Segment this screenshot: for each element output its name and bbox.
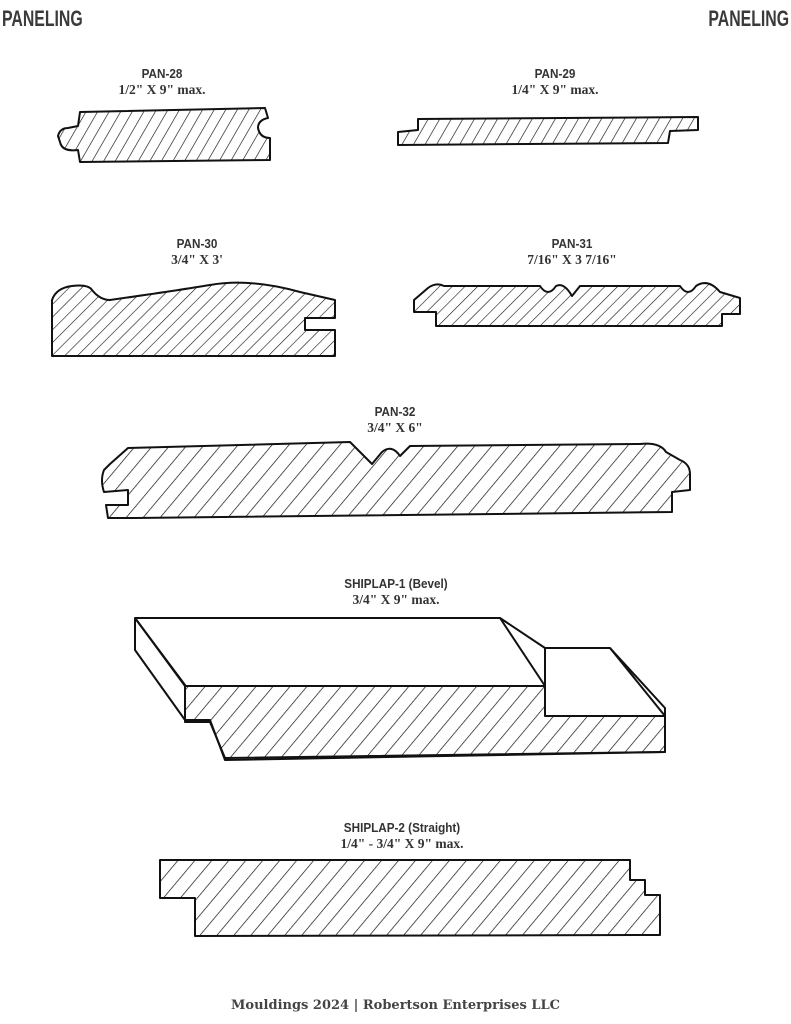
profile-label-pan-32: PAN-32 3/4" X 6" bbox=[245, 404, 545, 436]
profile-size: 7/16" X 3 7/16" bbox=[527, 252, 617, 267]
profile-label-pan-28: PAN-28 1/2" X 9" max. bbox=[12, 66, 312, 98]
profile-code: PAN-29 bbox=[534, 66, 576, 81]
page-header-right: PANELING bbox=[708, 6, 789, 31]
profile-label-pan-30: PAN-30 3/4" X 3' bbox=[47, 236, 347, 268]
profile-pan-30 bbox=[51, 281, 336, 357]
profile-pan-28 bbox=[57, 107, 271, 163]
profile-code: PAN-30 bbox=[176, 236, 218, 251]
profile-label-pan-29: PAN-29 1/4" X 9" max. bbox=[405, 66, 705, 98]
profile-code: PAN-28 bbox=[141, 66, 183, 81]
profile-shiplap-1 bbox=[134, 617, 666, 761]
profile-size: 1/4" - 3/4" X 9" max. bbox=[340, 836, 464, 851]
page-footer: Mouldings 2024 | Robertson Enterprises L… bbox=[231, 998, 560, 1013]
profile-label-shiplap-1: SHIPLAP-1 (Bevel) 3/4" X 9" max. bbox=[246, 576, 546, 608]
profile-code: PAN-32 bbox=[374, 404, 416, 419]
profile-label-pan-31: PAN-31 7/16" X 3 7/16" bbox=[422, 236, 722, 268]
profile-size: 3/4" X 6" bbox=[367, 420, 423, 435]
profile-pan-32 bbox=[101, 441, 691, 519]
profile-size: 1/4" X 9" max. bbox=[511, 82, 599, 97]
profile-code: PAN-31 bbox=[551, 236, 593, 251]
profile-shiplap-2 bbox=[159, 859, 661, 937]
page-header-left: PANELING bbox=[2, 6, 83, 31]
profile-size: 1/2" X 9" max. bbox=[118, 82, 206, 97]
profile-size: 3/4" X 9" max. bbox=[352, 592, 440, 607]
profile-label-shiplap-2: SHIPLAP-2 (Straight) 1/4" - 3/4" X 9" ma… bbox=[252, 820, 552, 852]
profile-size: 3/4" X 3' bbox=[171, 252, 223, 267]
profile-pan-29 bbox=[397, 116, 699, 146]
profile-code: SHIPLAP-2 (Straight) bbox=[343, 820, 461, 835]
profile-pan-31 bbox=[413, 282, 741, 327]
profile-code: SHIPLAP-1 (Bevel) bbox=[344, 576, 448, 591]
